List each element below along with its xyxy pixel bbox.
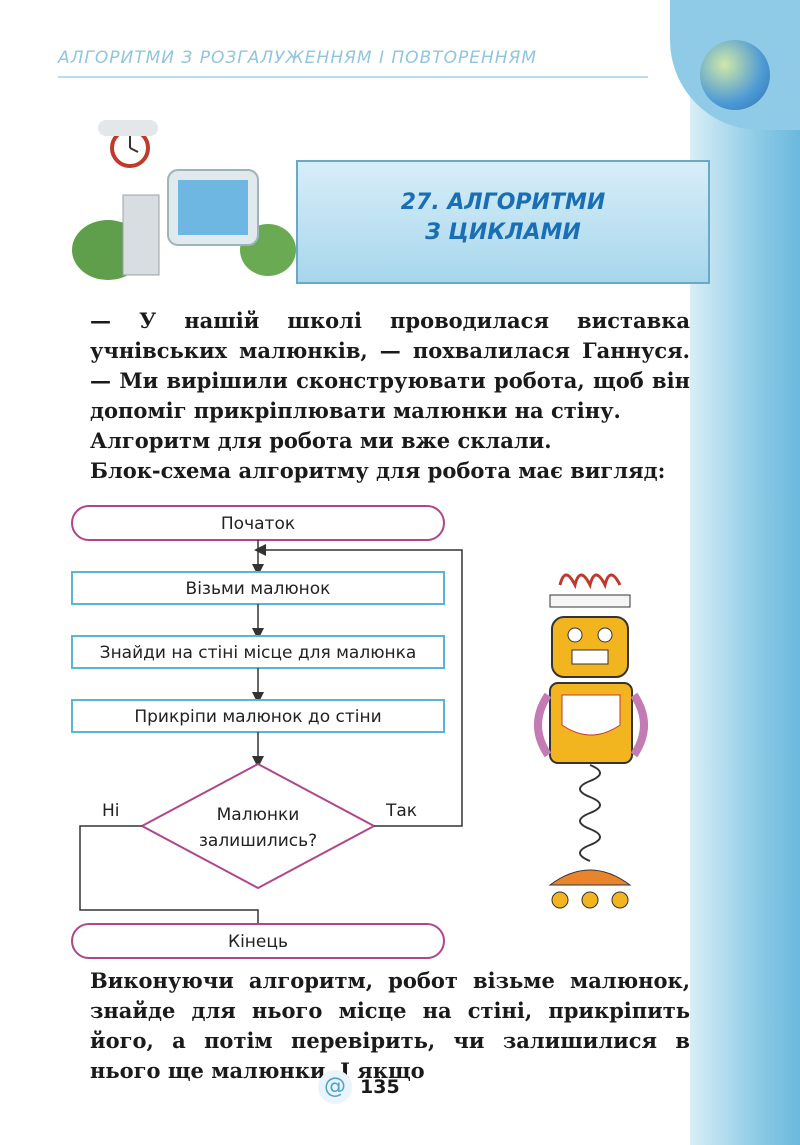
header-divider (58, 76, 648, 78)
flowchart-step-3 (71, 699, 445, 733)
flowchart-start-label: Початок (221, 514, 295, 534)
robot-illustration (534, 573, 648, 909)
closing-paragraph: Виконуючи алгоритм, робот візьме малюнок… (90, 968, 690, 1083)
flowchart-condition-line2: залишились? (199, 831, 317, 851)
paragraph-3: Блок-схема алгоритму для робота має вигл… (90, 458, 666, 483)
flowchart-step-1 (71, 571, 445, 605)
chapter-banner: 27. АЛГОРИТМИ З ЦИКЛАМИ (296, 160, 710, 284)
paragraph-1: — У нашій школі проводилася виставка учн… (90, 308, 690, 423)
flowchart-condition (139, 762, 377, 890)
chapter-title-line1: 27. АЛГОРИТМИ (400, 190, 606, 215)
flowchart-step-3-label: Прикріпи малюнок до стіни (134, 707, 381, 727)
chapter-title-line2: З ЦИКЛАМИ (425, 220, 581, 245)
no-arrow (79, 825, 264, 942)
loop-arrow (254, 544, 463, 827)
flowchart: Початок Візьми малюнок Знайди на стіні м… (71, 505, 463, 959)
flowchart-condition-line1: Малюнки (217, 805, 300, 825)
no-label: Ні (102, 801, 120, 821)
computer-illustration (72, 120, 296, 280)
page-number: 135 (360, 1076, 400, 1098)
flowchart-step-2 (71, 635, 445, 669)
paragraph-2: Алгоритм для робота ми вже склали. (90, 428, 552, 453)
at-icon: @ (318, 1070, 352, 1104)
flowchart-end (71, 923, 445, 959)
section-header: Алгоритми з розгалуженням і повторенням (58, 48, 538, 68)
globe-icon (700, 40, 770, 110)
flowchart-step-2-label: Знайди на стіні місце для малюнка (100, 643, 417, 663)
yes-label: Так (385, 801, 417, 821)
flowchart-step-1-label: Візьми малюнок (186, 579, 331, 599)
flowchart-end-label: Кінець (228, 932, 288, 952)
chapter-title: 27. АЛГОРИТМИ З ЦИКЛАМИ (298, 188, 708, 248)
